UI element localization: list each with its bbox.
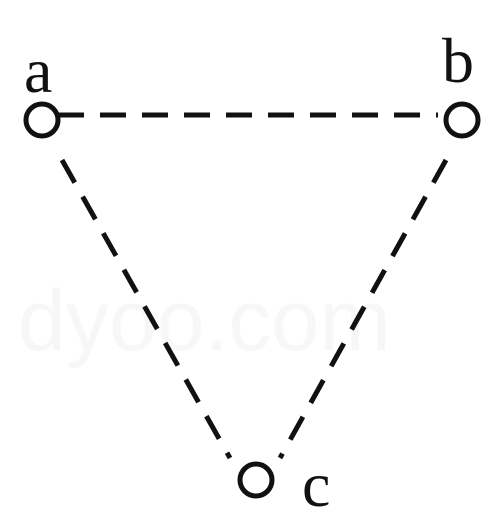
node-c — [237, 461, 275, 499]
watermark-text: dyoo.com — [18, 273, 391, 369]
edge-b-c — [277, 158, 449, 460]
label-c: c — [302, 449, 330, 512]
label-a: a — [24, 35, 52, 106]
node-a — [23, 101, 61, 139]
label-b: b — [442, 25, 474, 96]
node-b — [443, 101, 481, 139]
edge-a-c — [59, 158, 233, 460]
